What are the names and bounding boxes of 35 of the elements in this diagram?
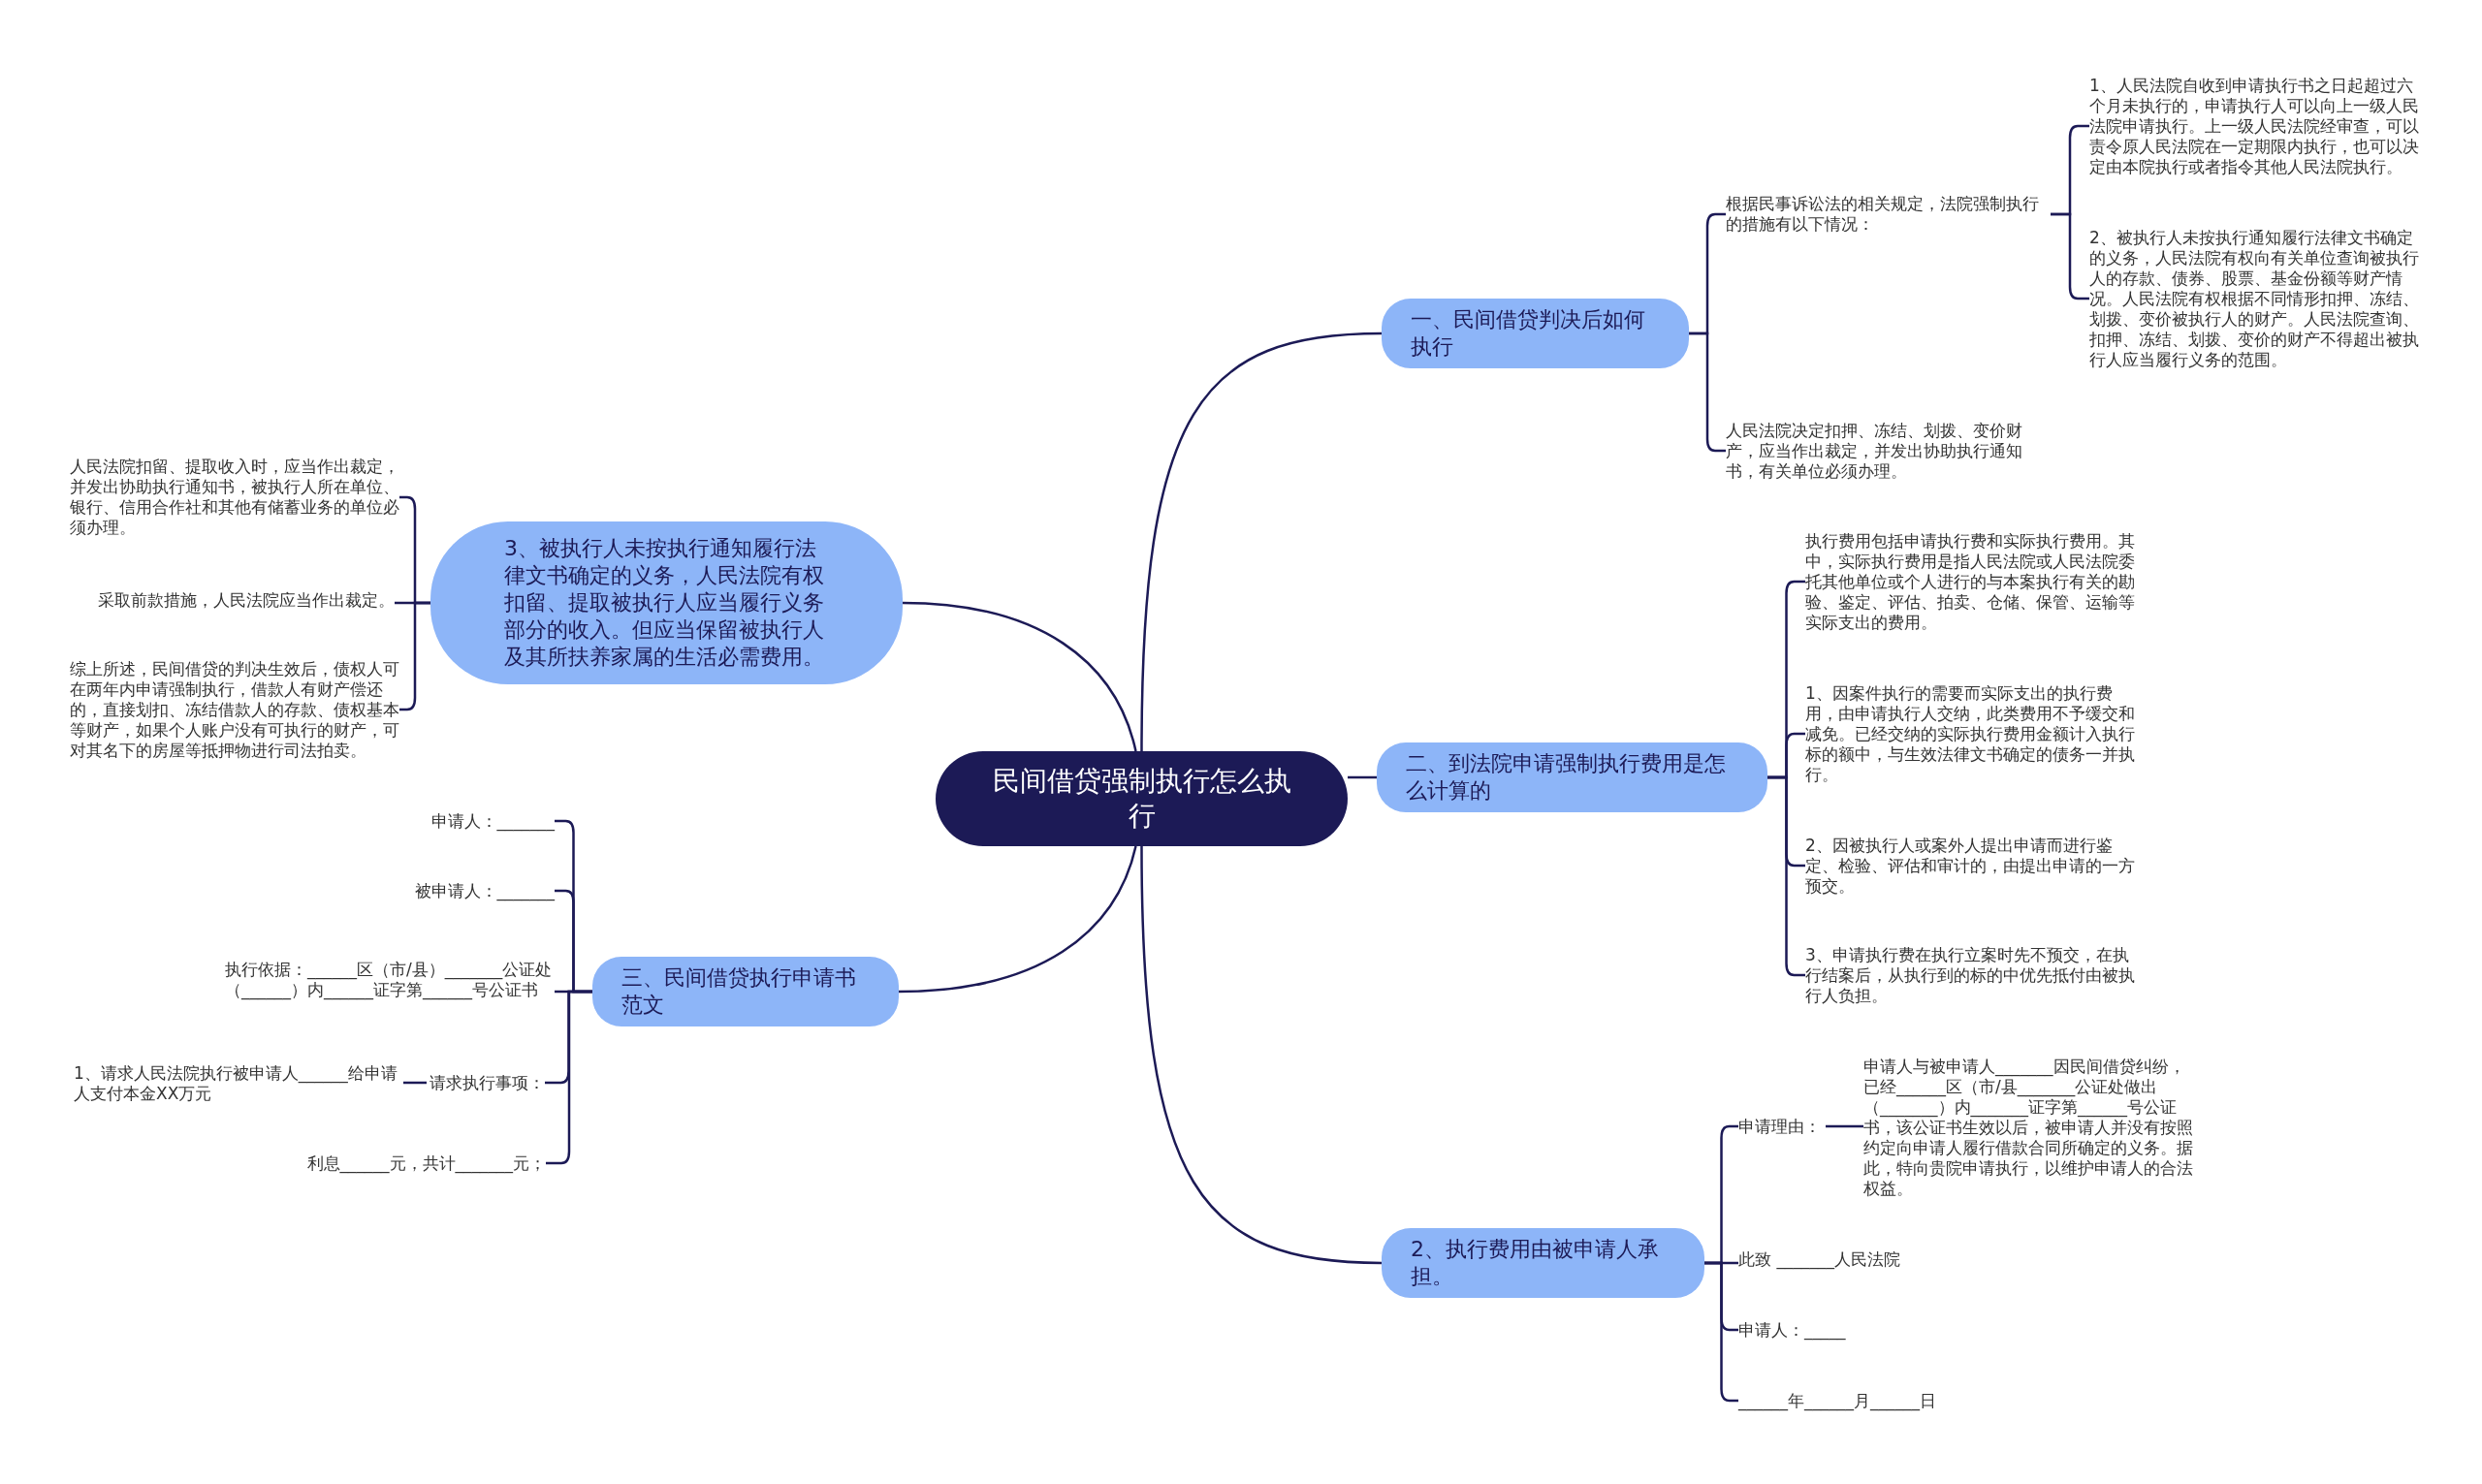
note-text: 申请理由：: [1738, 1116, 1826, 1137]
note-text: 请求执行事项：: [427, 1072, 545, 1093]
note-text: 被申请人：_______: [291, 880, 555, 901]
connector-line: [1140, 332, 1383, 752]
branch-pill: 3、被执行人未按执行通知履行法律文书确定的义务，人民法院有权扣留、提取被执行人应当履行义务部分的收入。但应当保留被执行人及其所扶养家属的生活必需费用。: [430, 521, 903, 684]
note-text: 1、人民法院自收到申请执行书之日起超过六个月未执行的，申请执行人可以向上一级人民法院申请执行。上一级人民法院经审查，可以责令原人民法院在一定期限内执行，也可以决定由本院执行或者指令其他人民法院执行。: [2089, 75, 2419, 177]
note-text: 执行依据：______区（市/县）_______公证处（______）内______证字第______号公证书: [225, 960, 555, 1000]
note-text: 2、因被执行人或案外人提出申请而进行鉴定、检验、评估和审计的，由提出申请的一方预交。: [1805, 835, 2135, 897]
connector-line: [902, 601, 1137, 752]
note-text: 3、申请执行费在执行立案时先不预交，在执行结案后，从执行到的标的中优先抵付由被执行人负担。: [1805, 944, 2135, 1006]
note-text: 1、请求人民法院执行被申请人______给申请人支付本金XX万元: [74, 1063, 403, 1104]
note-text: 1、因案件执行的需要而实际支出的执行费用，由申请执行人交纳，此类费用不予缓交和减免。已经交纳的实际执行费用金额计入执行标的额中，与生效法律文书确定的债务一并执行。: [1805, 682, 2135, 785]
branch-pill: 三、民间借贷执行申请书范文: [592, 957, 899, 1026]
connector-line: [403, 1081, 427, 1085]
branch-pill: 二、到法院申请强制执行费用是怎么计算的: [1377, 742, 1767, 812]
note-text: 申请人：_______: [291, 810, 555, 832]
note-text: 此致 _______人民法院: [1738, 1248, 1932, 1270]
note-text: 根据民事诉讼法的相关规定，法院强制执行的措施有以下情况：: [1726, 194, 2051, 235]
note-text: 2、被执行人未按执行通知履行法律文书确定的义务，人民法院有权向有关单位查询被执行人的存款、债券、股票、基金份额等财产情况。人民法院有权根据不同情形扣押、冻结、划拨、变价被执行人的财产。人民法院查询、扣押、冻结、划拨、变价的财产不得超出被执行人应当履行义务的范围。: [2089, 227, 2419, 370]
note-text: 申请人：_____: [1738, 1319, 1874, 1341]
branch-pill: 2、执行费用由被申请人承担。: [1382, 1228, 1704, 1298]
branch-pill: 一、民间借贷判决后如何执行: [1382, 299, 1689, 368]
connector-line: [898, 845, 1137, 994]
note-text: 执行费用包括申请执行费和实际执行费用。其中，实际执行费用是指人民法院或人民法院委托其他单位或个人进行的与本案执行有关的勘验、鉴定、评估、拍卖、仓储、保管、运输等实际支出的费用。: [1805, 530, 2135, 633]
note-text: 申请人与被申请人_______因民间借贷纠纷，已经______区（市/县_______公证处做出（_______）内_______证字第______号公证书，该公证书生效以后，被申请人并没有按照约定向申请人履行借款合同所确定的义务。据此，特向贵院申请执行，以维护申请人的合法权益。: [1863, 1056, 2193, 1199]
connector-line: [1826, 1124, 1863, 1128]
note-text: 人民法院扣留、提取收入时，应当作出裁定，并发出协助执行通知书，被执行人所在单位、银行、信用合作社和其他有储蓄业务的单位必须办理。: [70, 457, 399, 538]
note-text: 综上所述，民间借贷的判决生效后，债权人可在两年内申请强制执行，借款人有财产偿还的，直接划扣、冻结借款人的存款、债权基本等财产，如果个人账户没有可执行的财产，可对其名下的房屋等抵押物进行司法拍卖。: [70, 658, 399, 761]
central-topic-pill: 民间借贷强制执行怎么执行: [936, 751, 1348, 846]
connector-line: [1348, 775, 1377, 779]
note-text: 人民法院决定扣押、冻结、划拨、变价财产，应当作出裁定，并发出协助执行通知书，有关单位必须办理。: [1726, 420, 2051, 482]
connector-line: [1140, 845, 1383, 1265]
note-text: 采取前款措施，人民法院应当作出裁定。: [70, 589, 395, 611]
note-text: 利息______元，共计_______元；: [281, 1152, 546, 1174]
note-text: ______年______月______日: [1738, 1390, 1961, 1411]
